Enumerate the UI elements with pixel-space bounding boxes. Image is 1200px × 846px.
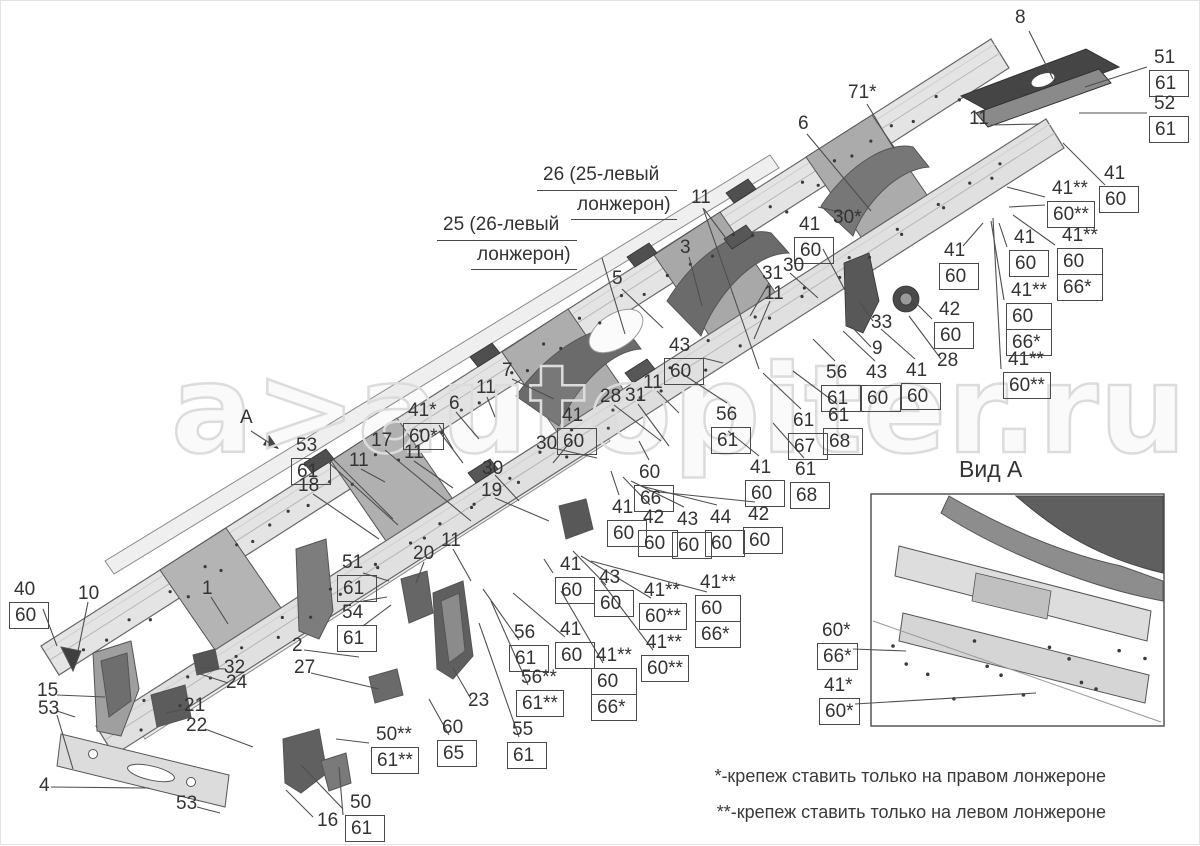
footnotes: *-крепеж ставить только на правом лонжер… (601, 758, 1106, 830)
inset-view-a (870, 493, 1165, 727)
footnote-left-rail: **-крепеж ставить только на левом лонжер… (716, 802, 1106, 822)
bracket-16-50 (282, 728, 328, 794)
view-a-arrowhead (263, 435, 279, 449)
mount-brackets (303, 178, 757, 484)
bracket-51-54 (295, 538, 334, 640)
bracket-21 (150, 684, 192, 728)
crossmembers (159, 114, 930, 651)
footnote-right-rail: *-крепеж ставить только на правом лонжер… (714, 766, 1106, 786)
bracket-20 (400, 570, 434, 624)
inset-view-title: Вид А (959, 456, 1023, 482)
bracket-27 (368, 668, 404, 704)
bracket-19 (558, 498, 594, 540)
bracket-10 (60, 646, 82, 673)
